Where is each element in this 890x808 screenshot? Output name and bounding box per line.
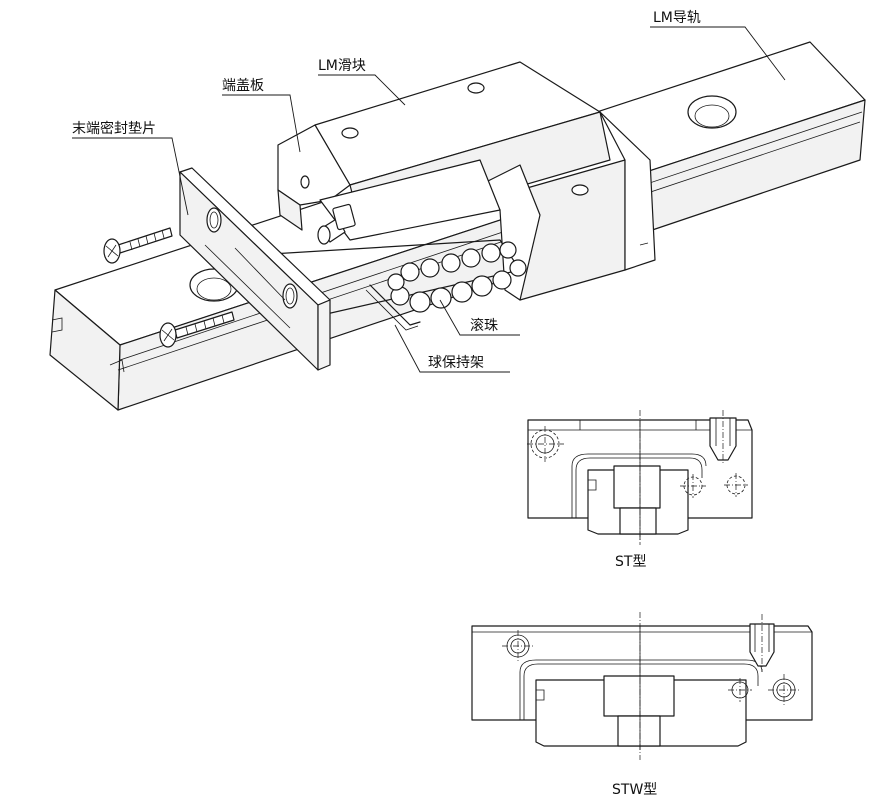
callouts: LM导轨 LM滑块 端盖板 末端密封垫片 滚珠 球保持架	[72, 10, 786, 373]
label-end-plate: 端盖板	[222, 78, 264, 94]
label-lm-block: LM滑块	[318, 57, 366, 74]
leader-end-seal	[72, 137, 189, 216]
end-seal	[179, 167, 331, 371]
balls	[387, 241, 527, 313]
leader-lm-block	[318, 74, 406, 106]
assembly-drawing	[49, 41, 866, 411]
label-balls: 滚珠	[470, 317, 498, 334]
leader-end-plate	[222, 94, 301, 153]
st-section-view: ST型	[527, 410, 753, 570]
label-ball-retainer: 球保持架	[428, 355, 484, 371]
caption-stw: STW型	[612, 782, 657, 798]
label-end-seal: 末端密封垫片	[72, 120, 156, 137]
end-plate	[277, 124, 501, 241]
leader-balls	[439, 299, 520, 336]
grease-nipple	[317, 203, 356, 245]
leader-lm-rail	[650, 26, 786, 81]
leader-ball-retainer	[394, 324, 510, 373]
stw-section-view: STW型	[471, 612, 813, 798]
screw-top	[103, 227, 173, 264]
screw-bottom	[159, 311, 235, 348]
caption-st: ST型	[615, 554, 646, 570]
label-lm-rail: LM导轨	[653, 10, 701, 26]
